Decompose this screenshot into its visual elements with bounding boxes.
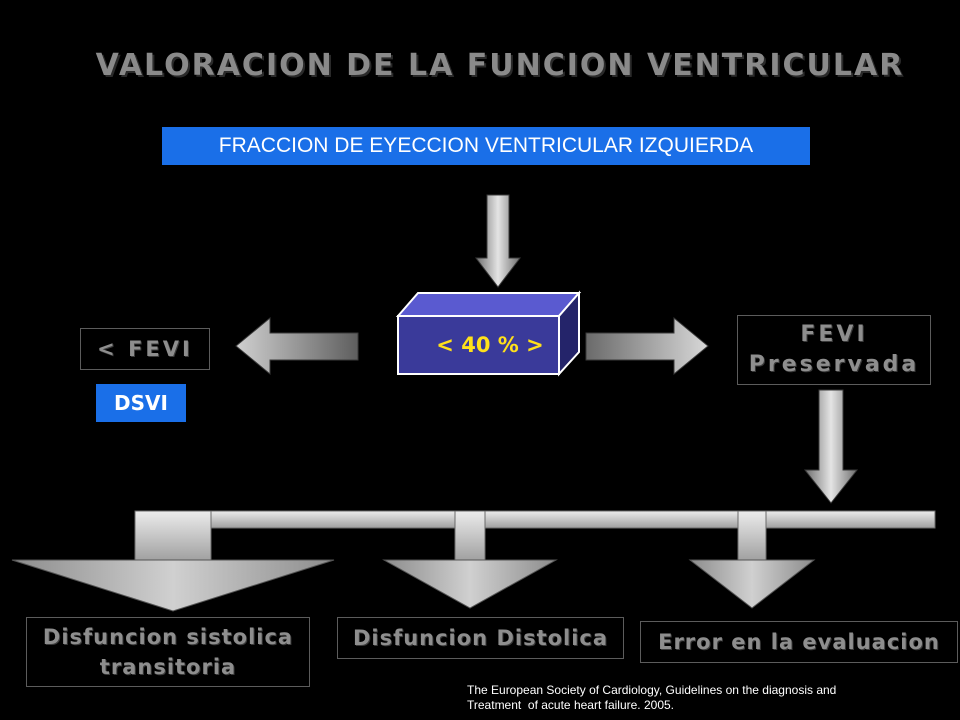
dsvi-badge: DSVI (96, 384, 186, 422)
subtitle-box: FRACCION DE EYECCION VENTRICULAR IZQUIER… (162, 127, 810, 165)
distribution-pipe (134, 510, 936, 562)
fevi-preserved-line1: FEVI (800, 322, 868, 347)
low-fevi-label: < FEVI (80, 328, 210, 370)
left-arrow (235, 316, 359, 376)
outcome-systolic-line2: transitoria (99, 655, 237, 679)
reference-line1: The European Society of Cardiology, Guid… (467, 683, 837, 697)
page-title: VALORACION DE LA FUNCION VENTRICULAR (95, 48, 905, 83)
fevi-preserved-box: FEVI Preservada (737, 315, 931, 385)
down-arrow-top (474, 194, 522, 288)
reference-line2: Treatment of acute heart failure. 2005. (467, 698, 675, 712)
down-arrow-right (803, 389, 859, 504)
down-arrow-error (688, 559, 816, 609)
outcome-systolic-line1: Disfuncion sistolica (42, 625, 294, 649)
fevi-preserved-line2: Preservada (748, 352, 920, 377)
down-arrow-diastolic (382, 559, 558, 609)
reference-citation: The European Society of Cardiology, Guid… (467, 683, 907, 713)
right-arrow (585, 316, 709, 376)
outcome-diastolic-box: Disfuncion Distolica (337, 617, 624, 659)
down-arrow-systolic (11, 559, 335, 612)
threshold-label: < 40 % > (436, 333, 544, 357)
outcome-systolic-box: Disfuncion sistolica transitoria (26, 617, 310, 687)
threshold-box (395, 290, 582, 377)
outcome-error-box: Error en la evaluacion (640, 621, 958, 663)
